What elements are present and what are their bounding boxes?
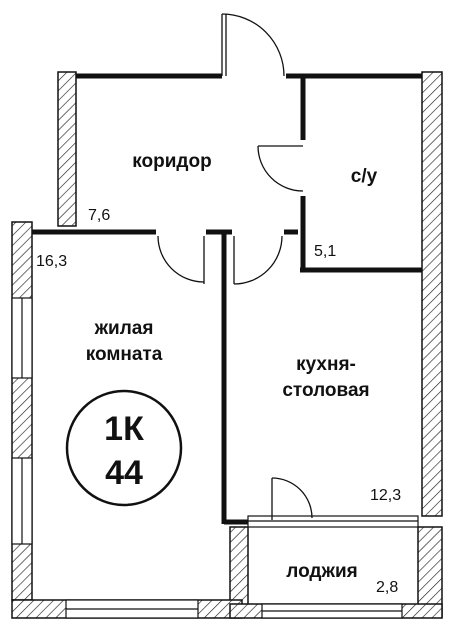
bathroom-area: 5,1 xyxy=(314,243,336,260)
living-label-line1: жилая xyxy=(94,318,154,339)
living-area: 16,3 xyxy=(36,253,67,270)
exterior-walls xyxy=(11,71,443,619)
apartment-total-area: 44 xyxy=(105,454,143,492)
kitchen-label-line2: столовая xyxy=(282,380,369,401)
kitchen-label-line1: кухня- xyxy=(296,354,356,375)
loggia-label: лоджия xyxy=(286,561,357,582)
kitchen-area: 12,3 xyxy=(370,487,401,504)
interior-walls xyxy=(32,73,422,525)
apartment-type: 1К xyxy=(104,410,144,448)
loggia-area: 2,8 xyxy=(376,579,398,596)
corridor-label: коридор xyxy=(132,151,211,172)
doors xyxy=(157,13,313,520)
apartment-badge xyxy=(65,389,183,507)
living-label-line2: комната xyxy=(86,344,163,365)
windows xyxy=(11,297,419,619)
bathroom-label: с/у xyxy=(351,166,378,187)
corridor-area: 7,6 xyxy=(88,207,110,224)
